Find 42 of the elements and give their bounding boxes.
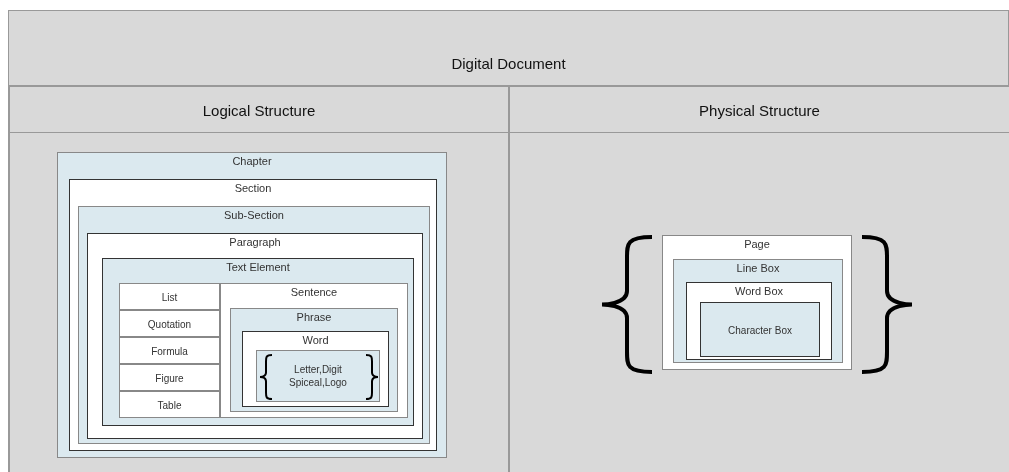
list-row — [119, 364, 220, 391]
nested-box — [102, 258, 414, 426]
box-label: Page — [743, 238, 771, 250]
nested-box — [673, 259, 843, 363]
nested-box — [69, 179, 437, 451]
nested-box — [220, 283, 408, 418]
nested-box — [78, 206, 430, 444]
table-frame — [8, 10, 1009, 472]
box-label: Sentence — [289, 286, 339, 298]
box-label: Character Box — [727, 324, 793, 335]
column-panel — [9, 86, 509, 472]
box-label: Sub-Section — [223, 209, 285, 221]
column-panel — [509, 86, 1009, 472]
box-label: Word Box — [733, 285, 785, 297]
box-label: Figure — [154, 372, 185, 383]
nested-box — [242, 331, 389, 407]
box-label: List — [160, 291, 179, 302]
list-row — [119, 283, 220, 310]
nested-box — [700, 302, 820, 357]
nested-box — [662, 235, 852, 370]
list-row — [119, 391, 220, 418]
table-title: Digital Document — [450, 55, 567, 72]
nested-box — [686, 282, 832, 360]
box-label: Phrase — [295, 311, 333, 323]
box-label: Line Box — [735, 262, 781, 274]
column-heading: Logical Structure — [201, 102, 317, 119]
box-label: Quotation — [146, 318, 193, 329]
nested-box — [57, 152, 447, 458]
box-label: Paragraph — [228, 236, 282, 248]
nested-box — [230, 308, 398, 412]
column-heading: Physical Structure — [698, 102, 821, 119]
box-label: Table — [156, 399, 183, 410]
list-row — [119, 337, 220, 364]
nested-box — [256, 350, 380, 402]
nested-box — [87, 233, 423, 439]
box-label: Word — [301, 334, 330, 346]
box-label: Formula — [150, 345, 189, 356]
box-label: Chapter — [231, 155, 273, 167]
box-label: Text Element — [225, 261, 291, 273]
list-row — [119, 310, 220, 337]
box-label: Letter,Digit Spiceal,Logo — [288, 363, 348, 389]
box-label: Section — [233, 182, 273, 194]
